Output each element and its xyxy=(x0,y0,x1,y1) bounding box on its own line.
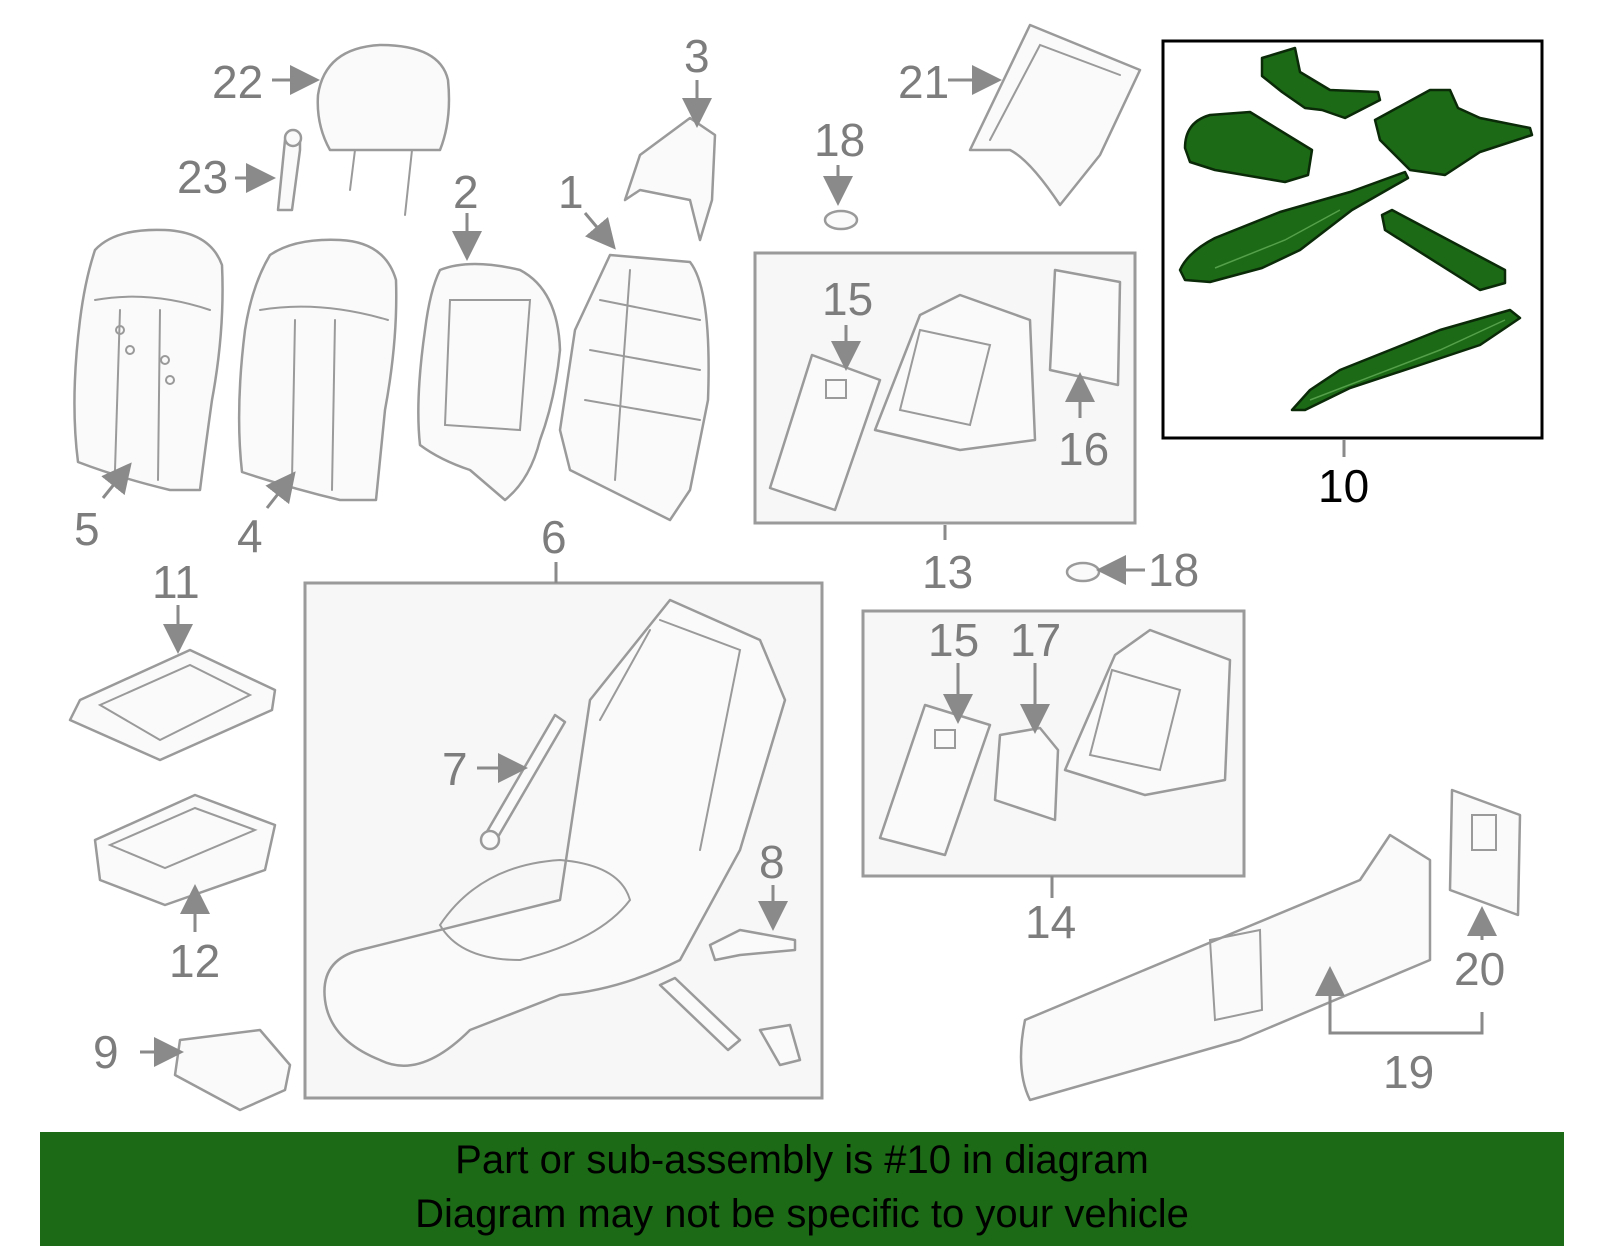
bolt-part-8 xyxy=(708,928,797,962)
cover-part-15a xyxy=(768,353,882,512)
callout-4: 4 xyxy=(237,510,263,562)
callout-12: 12 xyxy=(169,935,220,987)
callout-23: 23 xyxy=(177,151,228,203)
callout-8: 8 xyxy=(759,836,785,888)
callout-13: 13 xyxy=(922,546,973,598)
callout-6: 6 xyxy=(541,511,567,563)
tray-part-11 xyxy=(68,648,277,762)
callout-11: 11 xyxy=(152,556,200,608)
callout-3: 3 xyxy=(684,30,710,82)
bin-part-12 xyxy=(93,793,277,907)
clip-part-18a xyxy=(823,209,859,231)
clip-part-18b xyxy=(1065,561,1101,583)
seat-frame-part-2 xyxy=(417,262,562,502)
callout-14: 14 xyxy=(1025,896,1076,948)
callout-5: 5 xyxy=(74,503,100,555)
callout-22: 22 xyxy=(212,56,263,108)
armrest-part-6 xyxy=(323,598,787,1067)
panel-part-9 xyxy=(173,1028,292,1112)
callout-18a: 18 xyxy=(814,114,865,166)
callout-21: 21 xyxy=(898,56,949,108)
callout-2: 2 xyxy=(453,166,479,218)
callout-1: 1 xyxy=(558,166,584,218)
screw-6b xyxy=(758,1023,802,1067)
callout-15a: 15 xyxy=(822,273,873,325)
cover-part-20 xyxy=(1448,788,1522,917)
pin-6a xyxy=(658,976,742,1052)
housing-13 xyxy=(873,293,1037,452)
callout-7: 7 xyxy=(442,743,468,795)
headrest-part-22 xyxy=(316,43,451,216)
bracket-part-3 xyxy=(623,116,717,242)
duct-part-19 xyxy=(1019,833,1432,1102)
guide-part-23 xyxy=(276,128,303,212)
housing-14 xyxy=(1063,628,1232,797)
module-part-16 xyxy=(1048,268,1122,387)
callout-9: 9 xyxy=(93,1026,119,1078)
callout-18b: 18 xyxy=(1148,544,1199,596)
callout-10: 10 xyxy=(1318,460,1369,512)
callout-17: 17 xyxy=(1010,614,1061,666)
banner-line-2: Diagram may not be specific to your vehi… xyxy=(415,1192,1189,1236)
info-banner: Part or sub-assembly is #10 in diagram D… xyxy=(40,1132,1564,1246)
banner-line-1: Part or sub-assembly is #10 in diagram xyxy=(455,1138,1149,1182)
callout-16: 16 xyxy=(1058,423,1109,475)
seat-cover-part-4 xyxy=(237,238,398,502)
back-panel-part-1 xyxy=(558,253,710,522)
seat-cover-part-5 xyxy=(73,228,224,492)
callout-20: 20 xyxy=(1454,943,1505,995)
callout-19: 19 xyxy=(1383,1046,1434,1098)
highlight-part-10 xyxy=(1178,46,1534,412)
console-frame-part-21 xyxy=(968,23,1142,207)
callout-15b: 15 xyxy=(928,614,979,666)
